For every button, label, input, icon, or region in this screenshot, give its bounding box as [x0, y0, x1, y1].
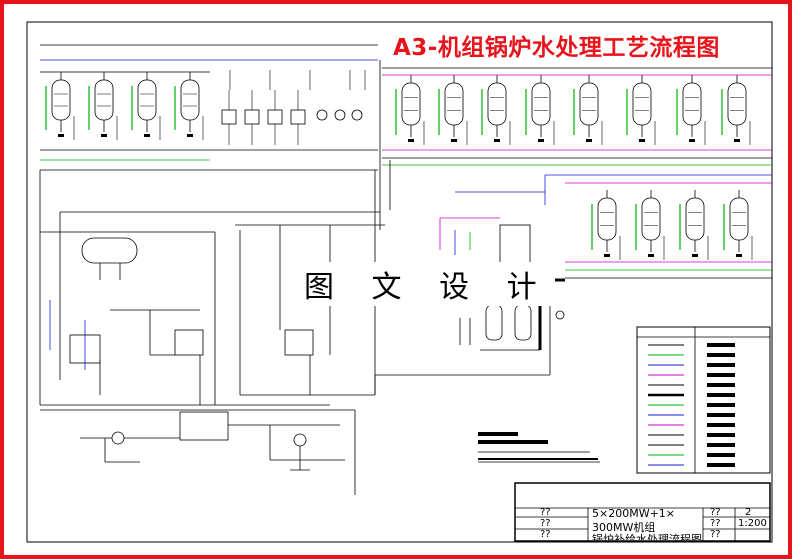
legend-table: [636, 326, 771, 474]
vessel: [635, 190, 665, 260]
bottom-process: [40, 404, 356, 495]
legend-row: [648, 453, 735, 457]
vessel: [626, 75, 656, 145]
title-block-line2: 300MW机组: [592, 521, 656, 534]
top-left-vessel-group: [40, 44, 378, 171]
tank-f3: [284, 329, 314, 356]
legend-row: [648, 443, 735, 447]
vessel: [525, 75, 555, 145]
vessel: [88, 72, 118, 140]
watermark-text: 图 文 设 计: [300, 262, 555, 306]
right-top-headers: [379, 60, 772, 230]
small-tank: [244, 90, 260, 145]
title-block-mark-left-3: ??: [540, 529, 551, 540]
vessel: [131, 72, 161, 140]
small-tank: [290, 90, 306, 145]
middle-left-process: [39, 170, 551, 405]
legend-row: [648, 363, 735, 367]
title-block-sheet: 2: [745, 507, 752, 518]
acid-tank: [485, 304, 503, 341]
vessel: [481, 75, 511, 145]
diagram-title: A3-机组锅炉水处理工艺流程图: [390, 28, 723, 62]
title-block-frame: [514, 482, 771, 542]
vessel: [45, 72, 75, 140]
title-block-line1: 5×200MW+1×: [592, 507, 676, 520]
legend-row: [648, 403, 735, 407]
pump-1: [111, 431, 125, 445]
vessel: [676, 75, 706, 145]
dosing-tank: [499, 224, 531, 268]
pump-icon: [351, 109, 363, 121]
title-block-mark-left-2: ??: [540, 518, 551, 529]
tank-f1: [69, 334, 101, 364]
vessel: [723, 190, 753, 260]
alkali-tank: [514, 304, 532, 341]
title-block-scale: 1:200: [738, 518, 767, 529]
title-block-line3: 锅炉补给水处理流程图: [592, 533, 702, 540]
notes-block: [478, 432, 600, 463]
vessel: [395, 75, 425, 145]
vessel: [174, 72, 204, 140]
right-mid-headers: [455, 174, 772, 279]
vessel-row-right-top: [395, 75, 751, 145]
mixing-tank: [179, 411, 229, 441]
pump-2: [293, 433, 307, 447]
legend-row: [648, 413, 735, 417]
vessel: [721, 75, 751, 145]
pump-icon: [334, 109, 346, 121]
vessel-row-right-mid: [591, 190, 753, 260]
pump-icon: [316, 109, 328, 121]
legend-row: [648, 373, 735, 377]
legend-row: [648, 393, 735, 397]
small-tank-row: [221, 70, 366, 145]
title-block-mark-right-2: ??: [710, 518, 721, 529]
small-tank: [267, 90, 283, 145]
title-block-mark-right-3: ??: [710, 529, 721, 540]
legend-row: [648, 343, 735, 347]
legend-row: [648, 433, 735, 437]
tank-f2: [174, 329, 204, 356]
storage-tank: [81, 237, 138, 264]
legend-row: [648, 423, 735, 427]
vessel: [679, 190, 709, 260]
legend-row: [648, 383, 735, 387]
title-block-mark-left-1: ??: [540, 507, 551, 518]
inner-frame: [26, 21, 773, 543]
legend-row: [648, 353, 735, 357]
vessel: [438, 75, 468, 145]
vessel-row-left: [45, 72, 204, 140]
title-block-mark-right-1: ??: [710, 507, 721, 518]
vessel: [591, 190, 621, 260]
small-tank: [221, 90, 237, 145]
vessel: [573, 75, 603, 145]
legend-row: [648, 463, 735, 467]
